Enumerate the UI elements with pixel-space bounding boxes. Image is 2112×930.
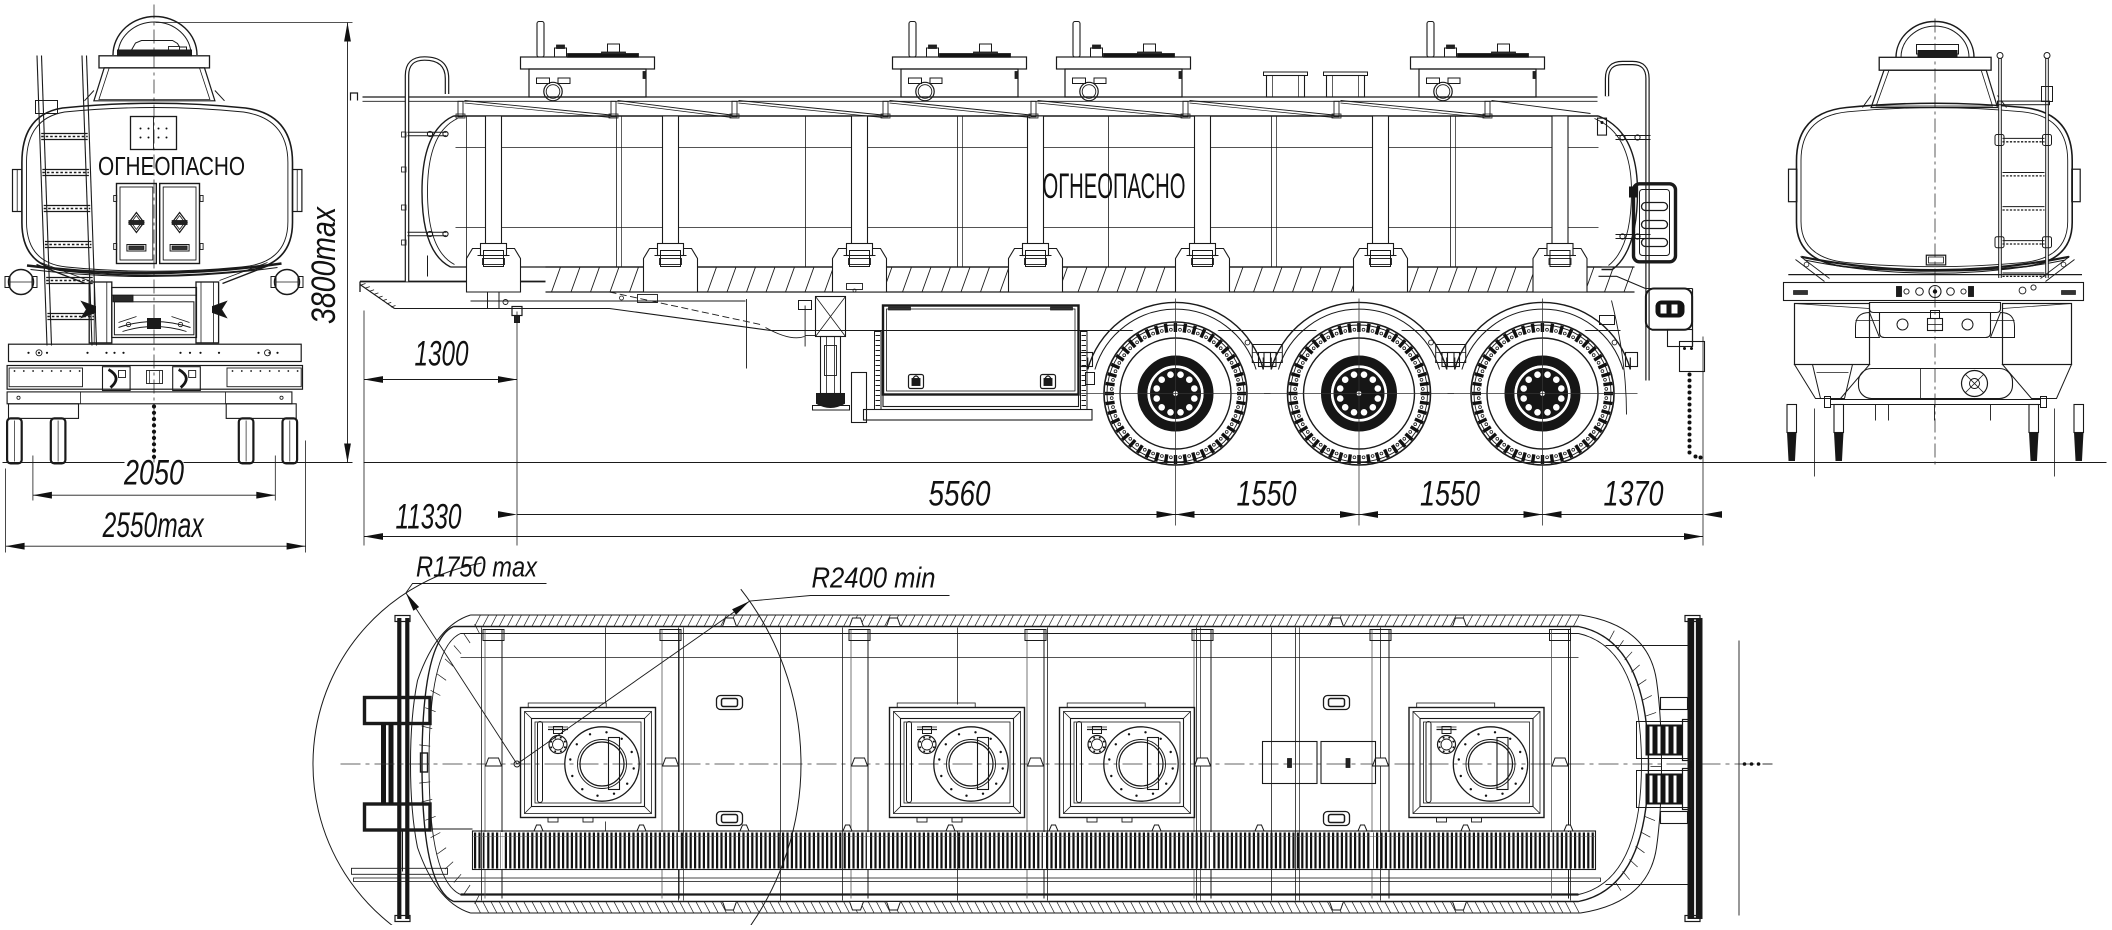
svg-text:2550max: 2550max (102, 506, 205, 545)
svg-text:3800max: 3800max (305, 206, 343, 324)
svg-text:ОГНЕОПАСНО: ОГНЕОПАСНО (1042, 167, 1185, 206)
svg-text:1370: 1370 (1604, 474, 1664, 514)
svg-text:R2400 min: R2400 min (812, 563, 936, 595)
svg-text:ОГНЕОПАСНО: ОГНЕОПАСНО (98, 152, 245, 181)
svg-text:2050: 2050 (123, 454, 184, 493)
svg-text:R1750 max: R1750 max (416, 552, 538, 584)
svg-text:1300: 1300 (415, 334, 469, 374)
svg-text:11330: 11330 (396, 497, 462, 537)
svg-text:1550: 1550 (1237, 474, 1297, 514)
svg-text:1550: 1550 (1420, 474, 1480, 514)
svg-text:5560: 5560 (929, 474, 991, 514)
